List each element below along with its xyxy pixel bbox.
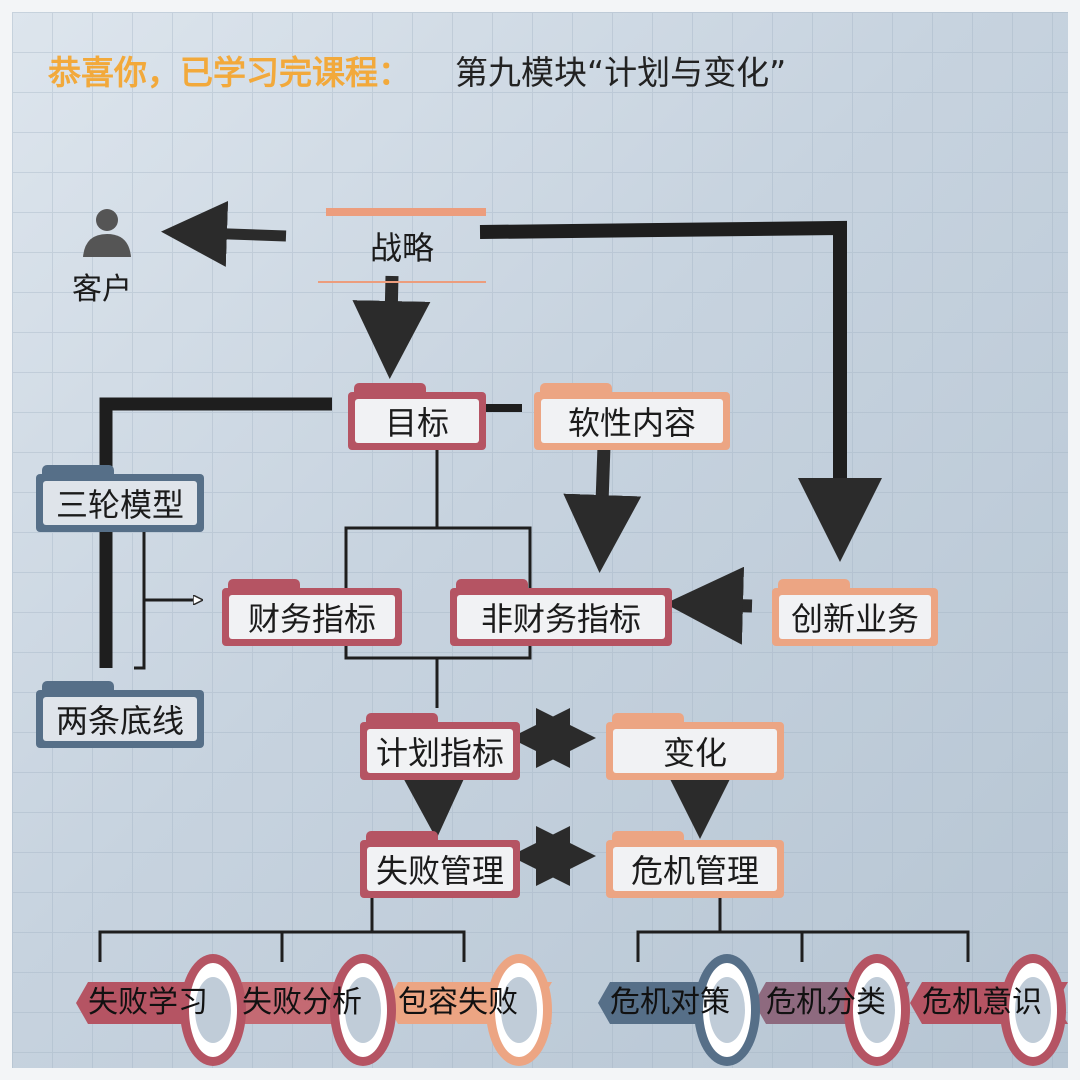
page-header: 恭喜你，已学习完课程： 第九模块“计划与变化” <box>48 46 786 94</box>
arrow-strategy-to-customer <box>161 200 287 267</box>
bracket-models <box>134 518 146 670</box>
failure-management-label: 失败管理 <box>375 852 504 890</box>
strategy-label: 战略 <box>369 228 434 267</box>
goal-label: 目标 <box>384 404 449 442</box>
inclusive-failure-label: 包容失败 <box>398 985 518 1020</box>
plan-indicators-node: 计划指标 <box>360 713 520 780</box>
failure-analysis-pill: 失败分析 <box>230 954 396 1066</box>
crisis-management-node: 危机管理 <box>606 831 784 898</box>
innovative-business-label: 创新业务 <box>790 600 919 638</box>
financial-indicators-node: 财务指标 <box>222 579 402 646</box>
innovative-business-node: 创新业务 <box>772 579 938 646</box>
person-icon <box>83 209 131 257</box>
soft-content-node: 软性内容 <box>534 383 730 450</box>
inclusive-failure-pill: 包容失败 <box>386 954 552 1066</box>
soft-content-label: 软性内容 <box>567 404 696 442</box>
non-financial-indicators-label: 非财务指标 <box>480 600 641 638</box>
customer-label: 客户 <box>72 272 132 307</box>
strategy-node: 战略 <box>318 208 486 283</box>
crisis-countermeasures-pill: 危机对策 <box>598 954 760 1066</box>
non-financial-indicators-node: 非财务指标 <box>450 579 672 646</box>
arrow-strategy-to-innovation <box>479 220 882 562</box>
two-bottom-lines-node: 两条底线 <box>36 681 204 748</box>
failure-management-node: 失败管理 <box>360 831 520 898</box>
crisis-countermeasures-label: 危机对策 <box>610 985 730 1020</box>
crisis-classification-label: 危机分类 <box>766 985 886 1020</box>
two-bottom-lines-label: 两条底线 <box>55 702 184 740</box>
header-prefix: 恭喜你，已学习完课程： <box>48 53 411 92</box>
failure-learning-pill: 失败学习 <box>76 954 246 1066</box>
change-label: 变化 <box>662 734 727 772</box>
three-wheel-label: 三轮模型 <box>55 486 184 524</box>
failure-analysis-label: 失败分析 <box>242 985 362 1020</box>
crisis-classification-pill: 危机分类 <box>754 954 910 1066</box>
failure-learning-label: 失败学习 <box>88 985 208 1020</box>
strategy-bottom-rule <box>318 281 486 283</box>
arrow-soft-to-nonfinancial <box>563 445 642 573</box>
three-wheel-node: 三轮模型 <box>36 465 204 532</box>
crisis-awareness-label: 危机意识 <box>922 985 1042 1020</box>
background-grid <box>12 12 1068 1068</box>
line-goal-to-bottomlines <box>99 397 332 668</box>
goal-node: 目标 <box>348 383 486 450</box>
plan-indicators-label: 计划指标 <box>375 734 504 772</box>
financial-indicators-label: 财务指标 <box>247 600 376 638</box>
change-node: 变化 <box>606 713 784 780</box>
arrow-innovation-to-nonfinancial <box>665 566 753 645</box>
arrow-strategy-to-goal <box>352 275 431 379</box>
crisis-management-label: 危机管理 <box>630 852 759 890</box>
crisis-awareness-pill: 危机意识 <box>910 954 1068 1066</box>
header-module: 第九模块“计划与变化” <box>455 53 787 92</box>
strategy-top-rule <box>326 208 486 216</box>
